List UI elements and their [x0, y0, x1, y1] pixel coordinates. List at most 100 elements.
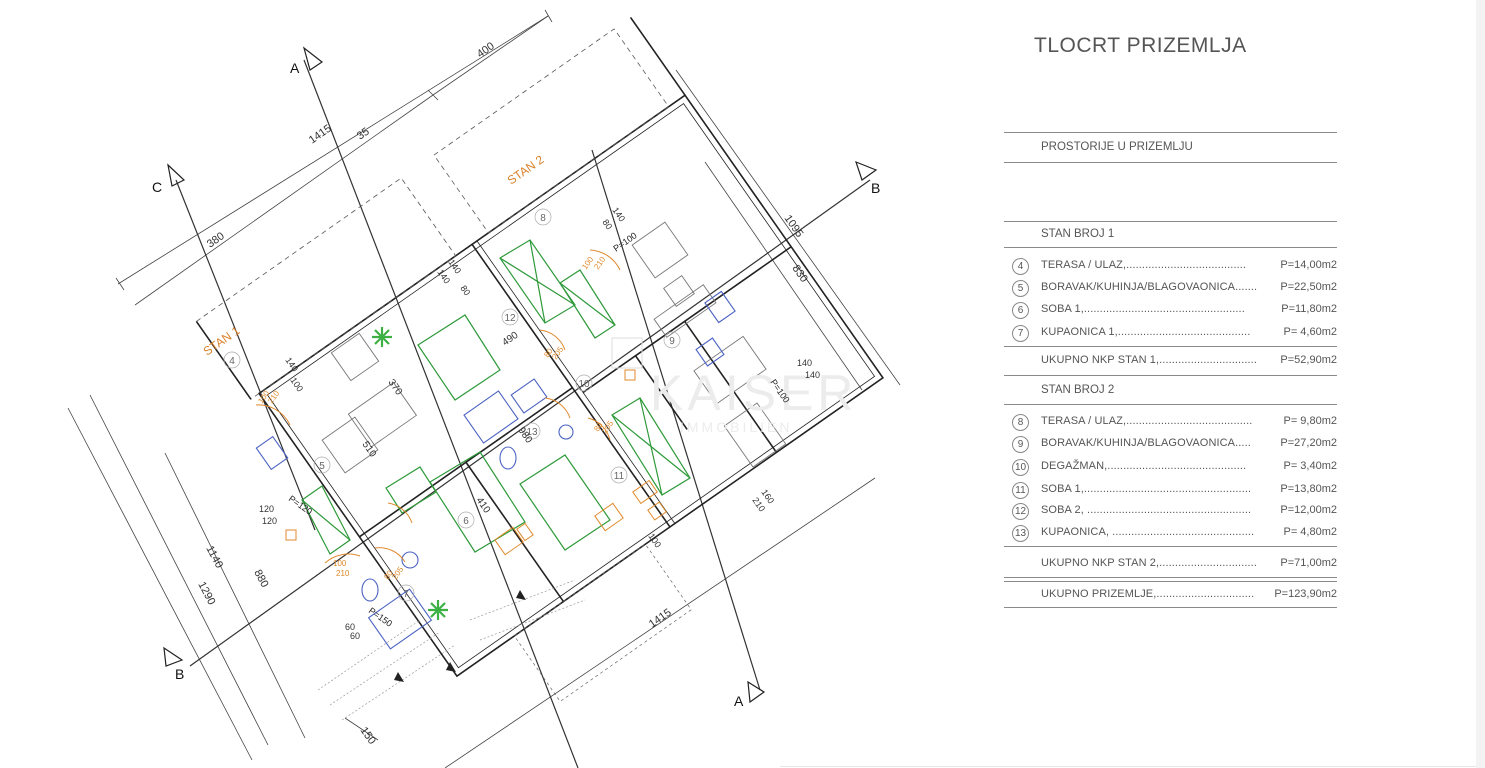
- section-label-c: C: [152, 179, 162, 195]
- p-label-120: P=120: [287, 493, 314, 516]
- legend-row-8: 8 TERASA / ULAZ,........................…: [1012, 413, 1337, 433]
- room-number-13: 13: [526, 427, 538, 438]
- dim-80-a: 80: [458, 283, 472, 297]
- total-label: UKUPNO NKP STAN 2,......................…: [1041, 557, 1257, 569]
- door-tag-2b: 210: [592, 255, 607, 272]
- dim-60-a: 60: [345, 622, 355, 632]
- room-number-10: 10: [578, 379, 590, 390]
- dim-140-c: 140: [610, 205, 627, 223]
- legend-rule: [1004, 162, 1337, 163]
- dim-1290: 1290: [195, 580, 217, 607]
- room-number-6: 6: [463, 516, 469, 527]
- room-num-circle: 7: [1012, 325, 1029, 342]
- door-tag-6b: 205: [390, 565, 405, 582]
- dim-830: 830: [790, 263, 810, 285]
- dim-1140: 1140: [203, 544, 225, 571]
- plant-markers: [372, 327, 448, 620]
- dim-80-b: 80: [600, 217, 614, 231]
- door-tag-5b: 205: [600, 419, 615, 436]
- legend-rule: [1004, 346, 1337, 347]
- section-label-b-right: B: [871, 180, 880, 196]
- page-title: TLOCRT PRIZEMLJA: [1034, 34, 1247, 57]
- section-label-a-bottom: A: [734, 693, 744, 709]
- legend-rule: [1004, 546, 1337, 547]
- dim-140-e: 140: [797, 358, 812, 368]
- room-num-circle: 10: [1012, 459, 1029, 476]
- total-value: P=71,00m2: [1280, 557, 1337, 569]
- room-number-8: 8: [540, 213, 546, 224]
- room-name: BORAVAK/KUHINJA/BLAGOVAONICA.....: [1041, 437, 1251, 449]
- dim-510: 510: [360, 439, 379, 459]
- legend-rule: [1004, 375, 1337, 376]
- room-area: P=11,80m2: [1281, 303, 1337, 315]
- grand-total: UKUPNO PRIZEMLJE,.......................…: [1041, 586, 1337, 604]
- apartment-label-stan2: STAN 2: [505, 152, 547, 187]
- room-area: P= 4,80m2: [1283, 526, 1337, 538]
- room-area: P= 4,60m2: [1283, 326, 1337, 338]
- room-name: KUPAONICA 1,............................…: [1041, 326, 1251, 338]
- stan2-total: UKUPNO NKP STAN 2,......................…: [1041, 555, 1337, 573]
- section-label-b-left: B: [175, 666, 184, 682]
- door-tag-3b: 210: [336, 569, 350, 578]
- room-number-5: 5: [319, 461, 325, 472]
- dim-140-d: 140: [283, 355, 300, 373]
- room-number-12: 12: [504, 313, 516, 324]
- room-area: P=27,20m2: [1280, 437, 1337, 449]
- room-num-circle: 9: [1012, 436, 1029, 453]
- dim-880: 880: [251, 568, 270, 590]
- legend-row-6: 6 SOBA 1,...............................…: [1012, 301, 1337, 321]
- dim-120-a: 120: [259, 504, 274, 514]
- legend-row-7: 7 KUPAONICA 1,..........................…: [1012, 324, 1337, 344]
- room-num-circle: 5: [1012, 280, 1029, 297]
- grand-total-label: UKUPNO PRIZEMLJE,.......................…: [1041, 588, 1255, 600]
- dim-35: 35: [355, 126, 372, 143]
- legend-rule: [1004, 247, 1337, 248]
- legend-row-9: 9 BORAVAK/KUHINJA/BLAGOVAONICA..... P=27…: [1012, 435, 1337, 455]
- furniture-gray: [321, 221, 787, 474]
- room-name: BORAVAK/KUHINJA/BLAGOVAONICA.......: [1041, 281, 1258, 293]
- dim-60-b: 60: [350, 631, 360, 641]
- legend-row-4: 4 TERASA / ULAZ,........................…: [1012, 257, 1337, 277]
- room-area: P= 9,80m2: [1283, 415, 1337, 427]
- total-value: P=52,90m2: [1280, 354, 1337, 366]
- room-name: SOBA 1,.................................…: [1041, 303, 1245, 315]
- room-name: SOBA 2, ................................…: [1041, 504, 1252, 516]
- room-num-circle: 13: [1012, 525, 1029, 542]
- room-numbers: 4 5 6 7 8 9 10 11 12 13: [223, 208, 681, 602]
- stan2-title: STAN BROJ 2: [1041, 384, 1115, 396]
- stan1-total: UKUPNO NKP STAN 1,......................…: [1041, 352, 1337, 370]
- dim-380: 380: [205, 230, 227, 250]
- room-num-circle: 6: [1012, 302, 1029, 319]
- room-name: TERASA / ULAZ,..........................…: [1041, 259, 1247, 271]
- dim-410: 410: [474, 495, 493, 515]
- dim-490: 490: [500, 330, 520, 349]
- sanitary-fixtures: [255, 290, 736, 650]
- room-name: SOBA 1,.................................…: [1041, 483, 1252, 495]
- room-name: DEGAŽMAN,...............................…: [1041, 460, 1247, 472]
- room-num-circle: 12: [1012, 503, 1029, 520]
- watermark: KAISER IMMOBILIEN: [611, 337, 857, 435]
- dimension-lines: [67, 9, 901, 768]
- room-number-9: 9: [669, 336, 675, 347]
- dim-1095: 1095: [782, 213, 806, 240]
- legend-rule: [1004, 221, 1337, 222]
- dim-140-b: 140: [435, 267, 452, 285]
- furniture-beds: [301, 239, 691, 555]
- room-num-circle: 11: [1012, 482, 1029, 499]
- door-swings: [255, 249, 667, 564]
- room-area: P=14,00m2: [1280, 259, 1337, 271]
- room-name: KUPAONICA, .............................…: [1041, 526, 1255, 538]
- svg-text:IMMOBILIEN: IMMOBILIEN: [680, 419, 792, 435]
- room-number-11: 11: [614, 471, 625, 482]
- room-num-circle: 4: [1012, 258, 1029, 275]
- legend-rule-double: [1004, 577, 1337, 582]
- room-number-4: 4: [229, 356, 235, 367]
- door-tag-3a: 100: [333, 559, 347, 568]
- legend-row-10: 10 DEGAŽMAN,............................…: [1012, 458, 1337, 478]
- stan1-title: STAN BROJ 1: [1041, 228, 1115, 240]
- legend-header: PROSTORIJE U PRIZEMLJU: [1041, 141, 1193, 153]
- room-num-circle: 8: [1012, 414, 1029, 431]
- room-number-7: 7: [403, 589, 409, 600]
- room-area: P=13,80m2: [1280, 483, 1337, 495]
- svg-text:KAISER: KAISER: [650, 365, 857, 421]
